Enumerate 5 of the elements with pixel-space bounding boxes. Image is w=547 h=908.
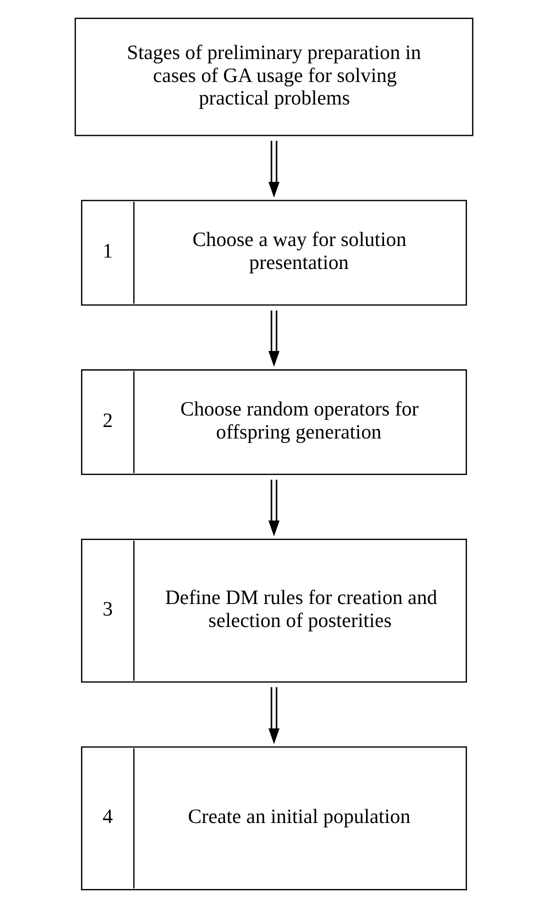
node-box: Stages of preliminary preparation in cases of GA usage for solving practical problems [74, 18, 473, 136]
arrow [268, 480, 280, 536]
arrow [268, 140, 280, 198]
arrow [268, 687, 280, 744]
arrow [268, 310, 280, 367]
